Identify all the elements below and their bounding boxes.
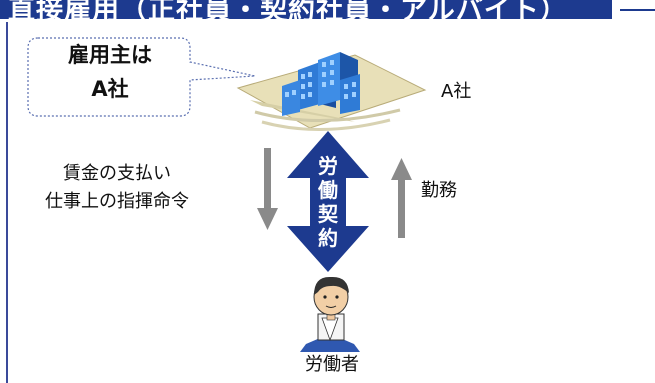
wages-instructions-label: 賃金の支払い 仕事上の指揮命令 [45, 160, 189, 216]
callout-line-2: A社 [91, 77, 129, 101]
labor-contract-label: 労 働 契 約 [313, 154, 343, 250]
callout-line-1: 雇用主は [68, 43, 152, 67]
employer-callout: 雇用主は A社 [30, 38, 190, 106]
worker-person-icon [300, 276, 360, 352]
contract-char-3: 契 [318, 202, 338, 226]
left-border [6, 22, 8, 383]
work-label: 勤務 [421, 180, 457, 201]
wages-label: 賃金の支払い [63, 163, 171, 184]
employer-callout-bubble [27, 37, 256, 117]
header-divider [620, 9, 655, 11]
office-building-icon [236, 52, 427, 131]
page-title: 直接雇用（正社員・契約社員・アルバイト） [8, 0, 568, 26]
contract-char-1: 労 [318, 154, 338, 178]
instructions-label: 仕事上の指揮命令 [45, 191, 189, 212]
worker-label: 労働者 [305, 354, 359, 375]
labor-contract-arrow [287, 131, 369, 272]
contract-char-2: 働 [318, 178, 338, 202]
company-label: A社 [441, 81, 472, 102]
header-bar: 直接雇用（正社員・契約社員・アルバイト） [0, 0, 612, 26]
contract-char-4: 約 [318, 226, 338, 250]
wages-instructions-arrow [257, 148, 278, 230]
work-arrow [391, 158, 412, 238]
